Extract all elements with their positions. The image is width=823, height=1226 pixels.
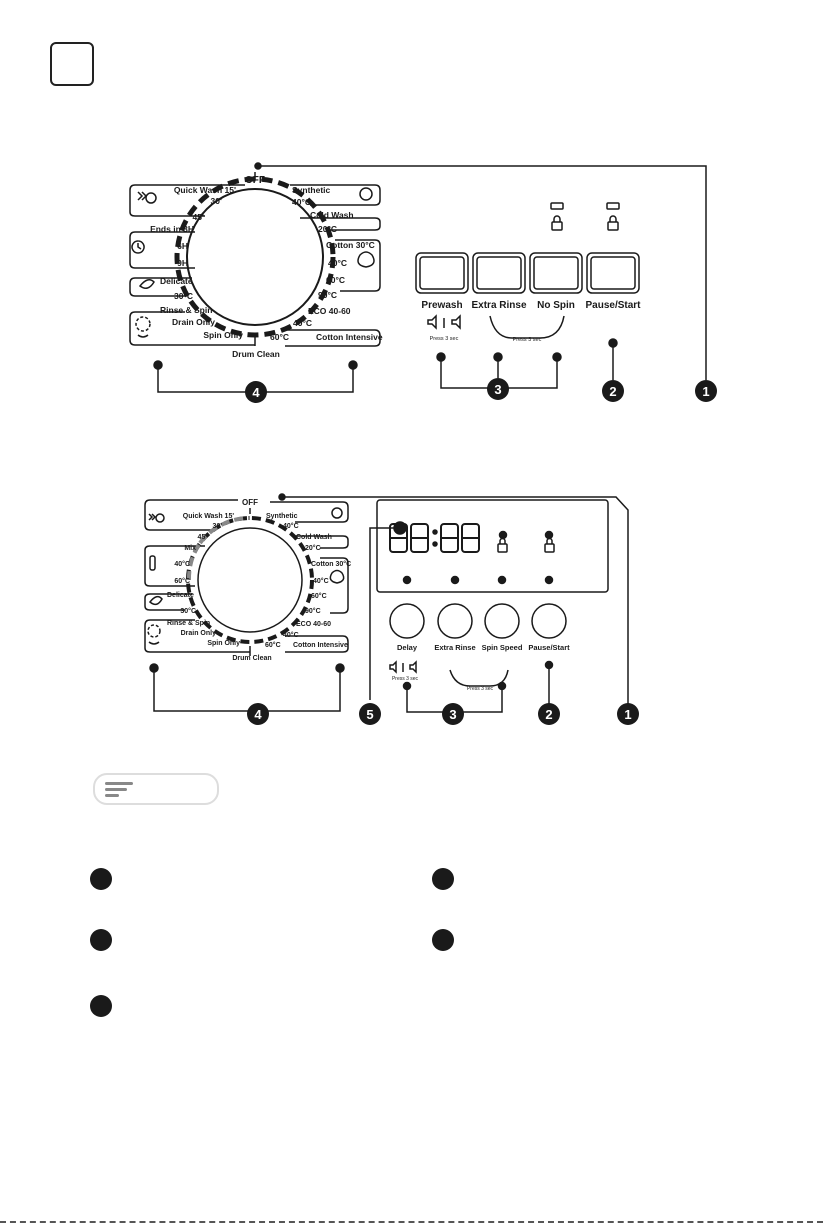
program-cotton-60c: 60°C xyxy=(326,275,345,285)
program-cotton-40c: 40°C xyxy=(328,258,347,268)
program-cold-20c: 20°C xyxy=(318,224,337,234)
callout-3: 3 xyxy=(487,378,509,400)
svg-text:5: 5 xyxy=(366,707,373,722)
p2-program-delicate: Delicate xyxy=(167,592,194,599)
callout-2-4: 4 xyxy=(247,703,269,725)
p2-program-cold-20c: 20°C xyxy=(305,544,321,552)
p2-program-intensive-40c: 40°C xyxy=(283,631,299,639)
button-label-extra-rinse-2: Extra Rinse xyxy=(434,643,475,652)
svg-text:1: 1 xyxy=(702,384,709,399)
callout-2-5: 5 xyxy=(359,703,381,725)
button-label-extra-rinse: Extra Rinse xyxy=(471,300,526,311)
svg-text:3: 3 xyxy=(494,382,501,397)
p2-program-delicate-30c: 30°C xyxy=(180,607,196,615)
p2-program-quickwash: Quick Wash 15' xyxy=(183,513,235,520)
p2-program-mix: Mix xyxy=(184,545,196,552)
legend-bullet-2 xyxy=(90,929,112,951)
button-label-no-spin: No Spin xyxy=(537,300,575,311)
program-delicate: Delicate xyxy=(160,276,193,286)
program-drain-only: Drain Only xyxy=(172,317,215,327)
program-eco: ECO 40-60 xyxy=(308,306,351,316)
program-delicate-30c: 30°C xyxy=(174,291,193,301)
press-note-lock: Press 3 sec xyxy=(513,337,542,343)
p2-program-cotton-30c: Cotton 30°C xyxy=(311,560,351,568)
off-label-2: OFF xyxy=(242,498,258,507)
press-note-lock-2: Press 3 sec xyxy=(467,686,494,692)
button-label-prewash: Prewash xyxy=(421,300,462,311)
svg-text:4: 4 xyxy=(254,707,262,722)
legend-bullet-1 xyxy=(90,868,112,890)
program-cold-wash: Cold Wash xyxy=(310,210,354,220)
p2-program-intensive-60c: 60°C xyxy=(265,641,281,649)
p2-program-spin-only: Spin Only xyxy=(207,640,240,647)
program-cotton-90c: 90°C xyxy=(318,290,337,300)
program-spin-only: Spin Only xyxy=(203,330,243,340)
p2-program-cotton-40c: 40°C xyxy=(313,577,329,585)
callout-4: 4 xyxy=(245,381,267,403)
svg-text:2: 2 xyxy=(545,707,552,722)
button-label-spin-speed: Spin Speed xyxy=(482,643,523,652)
button-label-pause-start: Pause/Start xyxy=(585,300,641,311)
svg-text:4: 4 xyxy=(252,385,260,400)
press-note-sound: Press 3 sec xyxy=(430,336,459,342)
program-45min: 45' xyxy=(193,212,204,222)
program-rinse-spin: Rinse & Spin xyxy=(160,305,212,315)
program-9h: 9H xyxy=(177,258,188,268)
p2-program-synthetic: Synthetic xyxy=(266,513,298,520)
program-drum-clean: Drum Clean xyxy=(232,349,280,359)
program-cotton-intensive: Cotton Intensive xyxy=(316,332,383,342)
program-intensive-40c: 40°C xyxy=(293,318,312,328)
p2-program-cotton-90c: 90°C xyxy=(305,607,321,615)
legend-bullet-4 xyxy=(432,868,454,890)
svg-text:3: 3 xyxy=(449,707,456,722)
p2-program-cold-wash: Cold Wash xyxy=(296,534,332,541)
callout-2-1: 1 xyxy=(617,703,639,725)
p2-program-rinse-spin: Rinse & Spin xyxy=(167,620,210,627)
p2-program-eco: ECO 40-60 xyxy=(296,621,331,628)
program-30min: 30' xyxy=(211,196,222,206)
svg-text:2: 2 xyxy=(609,384,616,399)
legend-bullet-5 xyxy=(432,929,454,951)
press-note-sound-2: Press 3 sec xyxy=(392,676,419,682)
off-label: OFF xyxy=(245,175,265,186)
callout-2: 2 xyxy=(602,380,624,402)
note-icon xyxy=(93,773,219,805)
page-bottom-divider xyxy=(0,1221,823,1223)
p2-program-cotton-intensive: Cotton Intensive xyxy=(293,642,348,649)
control-panel-diagram-1: OFF Quick Wash 15' 30' 45' Ends in 3H 6H… xyxy=(129,162,707,393)
p2-program-cotton-60c: 60°C xyxy=(311,592,327,600)
program-cotton-30c: Cotton 30°C xyxy=(326,240,375,250)
program-intensive-60c: 60°C xyxy=(270,332,289,342)
legend-bullet-3 xyxy=(90,995,112,1017)
section-number-box xyxy=(50,42,94,86)
program-6h: 6H xyxy=(177,241,188,251)
program-synthetic-40c: 40°C xyxy=(292,197,311,207)
p2-program-synthetic-40c: 40°C xyxy=(283,522,299,530)
p2-program-30min: 30' xyxy=(213,523,223,530)
control-panel-diagram-2: OFF Quick Wash 15' 30' 45' Mix 40°C 60°C… xyxy=(144,493,629,713)
callout-1: 1 xyxy=(695,380,717,402)
callout-2-2: 2 xyxy=(538,703,560,725)
program-synthetic: Synthetic xyxy=(292,185,331,195)
p2-program-mix-60c: 60°C xyxy=(174,577,190,585)
button-label-pause-start-2: Pause/Start xyxy=(528,643,570,652)
p2-program-drum-clean: Drum Clean xyxy=(232,655,271,662)
button-label-delay: Delay xyxy=(397,643,418,652)
program-quickwash: Quick Wash 15' xyxy=(174,185,236,195)
p2-program-45min: 45' xyxy=(198,534,208,541)
svg-text:1: 1 xyxy=(624,707,631,722)
p2-program-drain-only: Drain Only xyxy=(181,630,217,637)
program-ends-in-3h: Ends in 3H xyxy=(150,224,194,234)
p2-program-mix-40c: 40°C xyxy=(174,560,190,568)
callout-2-3: 3 xyxy=(442,703,464,725)
